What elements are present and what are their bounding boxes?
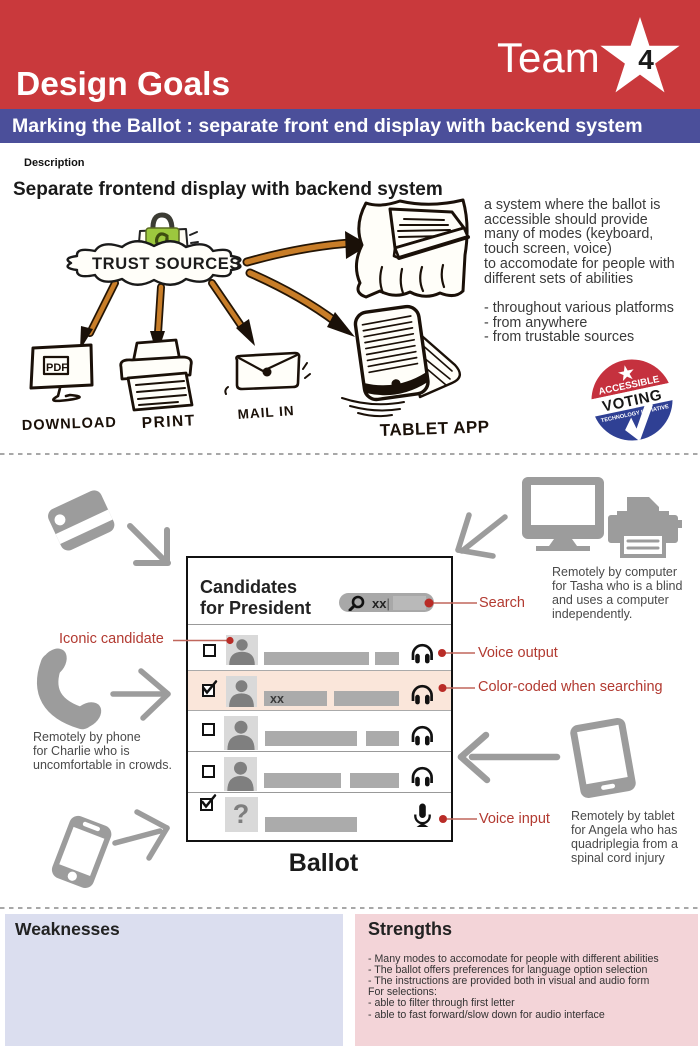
svg-text:PDF: PDF [46,362,68,374]
svg-text:DOWNLOAD: DOWNLOAD [22,415,118,434]
svg-text:4: 4 [638,44,654,75]
svg-text:PRINT: PRINT [141,412,196,432]
svg-text:TABLET APP: TABLET APP [379,417,489,440]
svg-text:TRUST SOURCES: TRUST SOURCES [92,255,241,273]
svg-text:MAIL IN: MAIL IN [237,403,295,422]
